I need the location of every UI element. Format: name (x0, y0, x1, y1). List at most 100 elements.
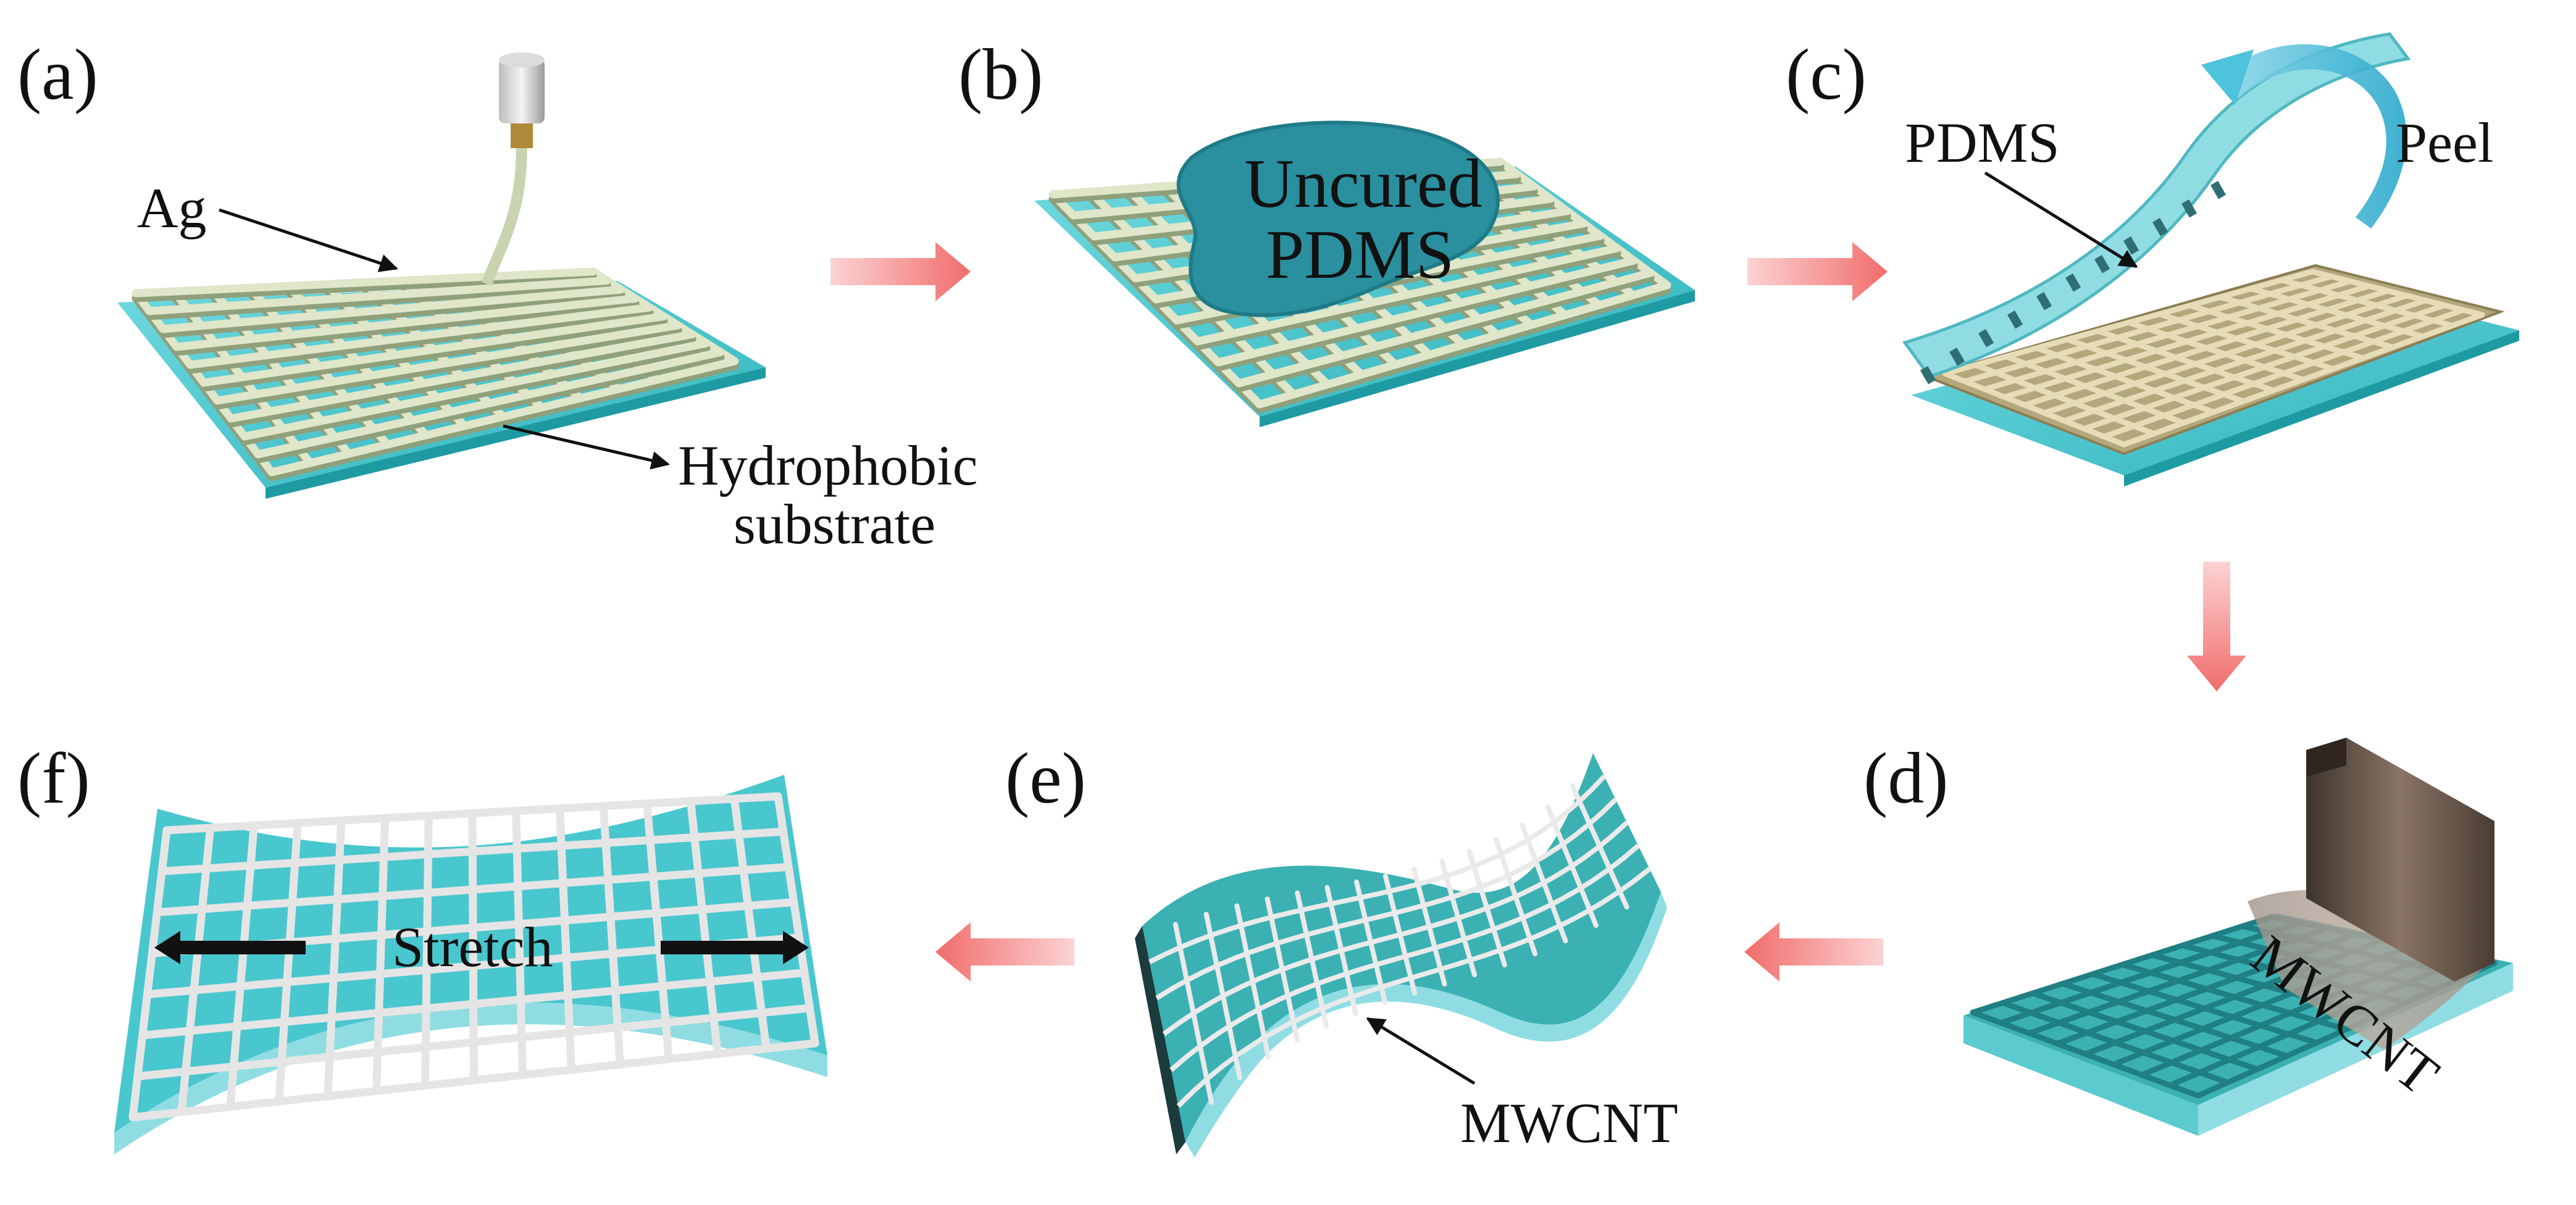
panel-label-f: (f) (17, 738, 90, 819)
print-nozzle (481, 52, 545, 286)
grid-line (240, 339, 711, 441)
mwcnt-pointer-arrow (1366, 1017, 1476, 1085)
grid-line (2156, 311, 2336, 372)
stretched-lines-f (128, 792, 819, 1122)
grid-line (226, 821, 258, 1111)
grid-line-shadow (1214, 261, 1638, 372)
grid-line (2002, 283, 2372, 400)
grid-line (643, 799, 673, 1064)
grid-line-shadow (267, 362, 739, 482)
substrate-b-edge (1260, 290, 1695, 427)
grid-line (2003, 354, 2187, 426)
film-e-edge (1186, 892, 1667, 1157)
grid-line (2061, 298, 2428, 424)
grid-line (172, 294, 640, 351)
grid-line (254, 348, 725, 459)
grid-line (2309, 269, 2485, 318)
grid-line (2126, 320, 2306, 383)
stretch-label: Stretch (392, 915, 553, 978)
flow-arrow-a-to-b (830, 242, 971, 301)
mwcnt-line (1169, 843, 1640, 1072)
pdms-pointer-arrow (1984, 171, 2138, 269)
grid-line (159, 285, 625, 333)
uncured-label: Uncured (1244, 146, 1482, 222)
hydrophobic-label: Hydrophobic (678, 434, 977, 497)
grid-line (2081, 302, 2448, 432)
panel-label-c: (c) (1786, 34, 1867, 115)
grid-line (132, 267, 597, 298)
grid-line-shadow (213, 326, 682, 410)
grid-line (133, 1004, 814, 1081)
grid-line (1981, 278, 2353, 393)
pdms-tooth (2065, 273, 2081, 292)
stretch-arrow-right-head (783, 931, 809, 964)
grid-line (2095, 328, 2277, 393)
grid-line (1235, 269, 1655, 388)
stretch-arrow-left-head (154, 931, 180, 964)
grid-line-shadow (240, 344, 711, 446)
pdms-tooth (2094, 255, 2110, 273)
grid-line (138, 969, 809, 1040)
mwcnt-line (1155, 798, 1618, 1001)
mold-cells (1942, 269, 2485, 448)
grid-line (2217, 294, 2396, 350)
panel-label-d: (d) (1863, 738, 1949, 819)
grid-line (1962, 273, 2335, 385)
mwcnt-label-e: MWCNT (1460, 1091, 1678, 1154)
grid-line (512, 807, 527, 1079)
grid-line-shadow (132, 272, 597, 302)
grid-line (2064, 336, 2246, 404)
flow-arrow-b-to-c (1747, 242, 1888, 301)
grid-line-shadow (145, 281, 611, 320)
substrate-edge (266, 367, 766, 499)
panel-label-a: (a) (17, 34, 98, 115)
panel-label-b: (b) (958, 34, 1043, 115)
grid-line-shadow (172, 299, 640, 356)
grid-line (157, 827, 788, 875)
grid-line (1970, 914, 2275, 1015)
pdms-teeth (1920, 181, 2227, 385)
pdms-tooth (2036, 292, 2052, 311)
pdms-tooth (2152, 218, 2168, 236)
panel-c: (c) PDMS Peel (1786, 32, 2519, 486)
blade-edge (2306, 738, 2346, 777)
grid-line (267, 357, 739, 477)
grid-line-shadow (254, 353, 725, 464)
pdms-tooth (2007, 311, 2023, 329)
silver-grid (132, 267, 739, 482)
grid-line (1942, 269, 2315, 377)
grid-line (2278, 277, 2456, 328)
flow-arrow-d-to-e (1744, 922, 1883, 982)
substrate-pointer-arrow (503, 424, 670, 470)
grid-line (186, 303, 654, 369)
peel-arrow-head (2201, 49, 2254, 105)
flow-arrow-c-to-d (2187, 562, 2246, 691)
grid-line (275, 819, 302, 1106)
panel-b: (b) Uncured PDMS (958, 34, 1695, 427)
grid-line (555, 804, 575, 1074)
grid-line-shadow (186, 308, 654, 374)
grid-line (2121, 312, 2485, 448)
grid-line (774, 792, 819, 1048)
grid-line-shadow (227, 335, 696, 428)
panel-d: (d) MWCNT (1863, 738, 2513, 1136)
grid-line (1973, 362, 2157, 436)
pdms-tooth (2181, 199, 2198, 218)
pdms-tooth (1949, 347, 1965, 366)
grid-line-shadow (1235, 273, 1655, 393)
grid-line (599, 802, 624, 1069)
grid-line (199, 312, 668, 387)
substrate-c-edge (2124, 330, 2519, 486)
doctor-blade (2306, 738, 2494, 982)
grid-line (177, 823, 215, 1116)
grid-line (324, 816, 346, 1101)
grid-line (1194, 244, 1621, 346)
grid-line (162, 792, 782, 835)
grid-line-shadow (1255, 286, 1671, 414)
peeled-pdms-film (1902, 32, 2411, 378)
grid-line (468, 809, 478, 1085)
panel-e: (e) MWCNT (1005, 738, 1678, 1157)
film-e-side (1135, 926, 1186, 1154)
grid-line (2034, 345, 2217, 415)
